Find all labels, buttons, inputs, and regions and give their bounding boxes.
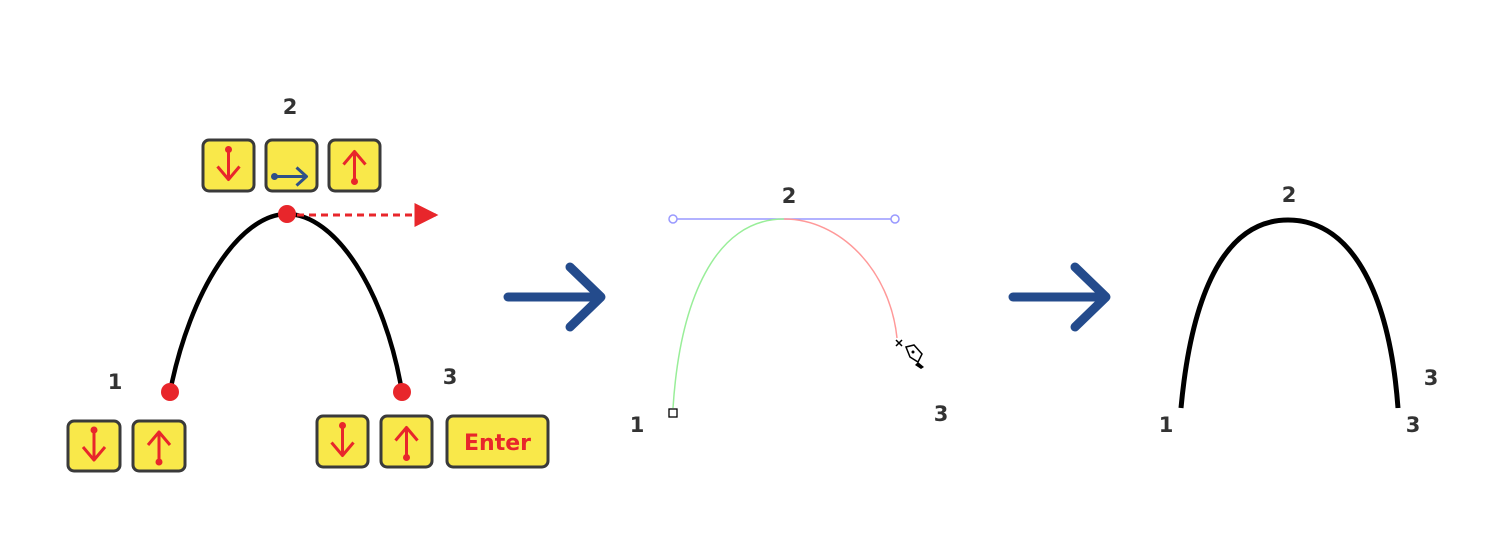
enter-key: Enter bbox=[445, 414, 550, 469]
mouse-down-key bbox=[66, 419, 122, 473]
mouse-up-key bbox=[379, 414, 434, 469]
panel-3-result: 1 2 3 3 bbox=[1159, 183, 1439, 437]
curve-segment-pink bbox=[783, 218, 898, 339]
point-3-keys: Enter bbox=[315, 414, 550, 469]
anchor-point-1 bbox=[161, 383, 179, 401]
mouse-up-key bbox=[327, 138, 382, 193]
start-node-square bbox=[668, 408, 678, 418]
anchor-point-2 bbox=[278, 205, 296, 223]
arrow-right-icon bbox=[1013, 267, 1106, 327]
point-2-label: 2 bbox=[283, 95, 298, 119]
bezier-handle-right bbox=[890, 214, 900, 224]
bezier-handle-left bbox=[668, 214, 678, 224]
mouse-down-key bbox=[201, 138, 256, 193]
panel-2-bezier-editing: 1 2 3 bbox=[630, 184, 949, 437]
point-3-label: 3 bbox=[934, 402, 949, 426]
point-1-label: 1 bbox=[108, 370, 123, 394]
point-3-label: 3 bbox=[443, 365, 458, 389]
point-3-label-lower: 3 bbox=[1406, 413, 1421, 437]
point-1-label: 1 bbox=[1159, 413, 1174, 437]
result-arch-curve bbox=[1178, 217, 1401, 409]
enter-key-label: Enter bbox=[464, 431, 531, 456]
point-2-label: 2 bbox=[782, 184, 797, 208]
point-1-keys bbox=[66, 419, 187, 473]
point-1-label: 1 bbox=[630, 413, 645, 437]
drag-key bbox=[264, 138, 319, 193]
point-2-label: 2 bbox=[1282, 183, 1297, 207]
pen-tool-cursor-icon bbox=[895, 339, 924, 369]
panel-1-instructions: 1 2 3 bbox=[66, 95, 550, 473]
curve-segment-green bbox=[672, 218, 785, 409]
mouse-down-key bbox=[315, 414, 370, 469]
anchor-point-3 bbox=[393, 383, 411, 401]
point-3-label-upper: 3 bbox=[1424, 366, 1439, 390]
mouse-up-key bbox=[131, 419, 187, 473]
arrow-right-icon bbox=[508, 267, 601, 327]
point-2-keys bbox=[201, 138, 382, 193]
arch-curve bbox=[167, 211, 405, 393]
